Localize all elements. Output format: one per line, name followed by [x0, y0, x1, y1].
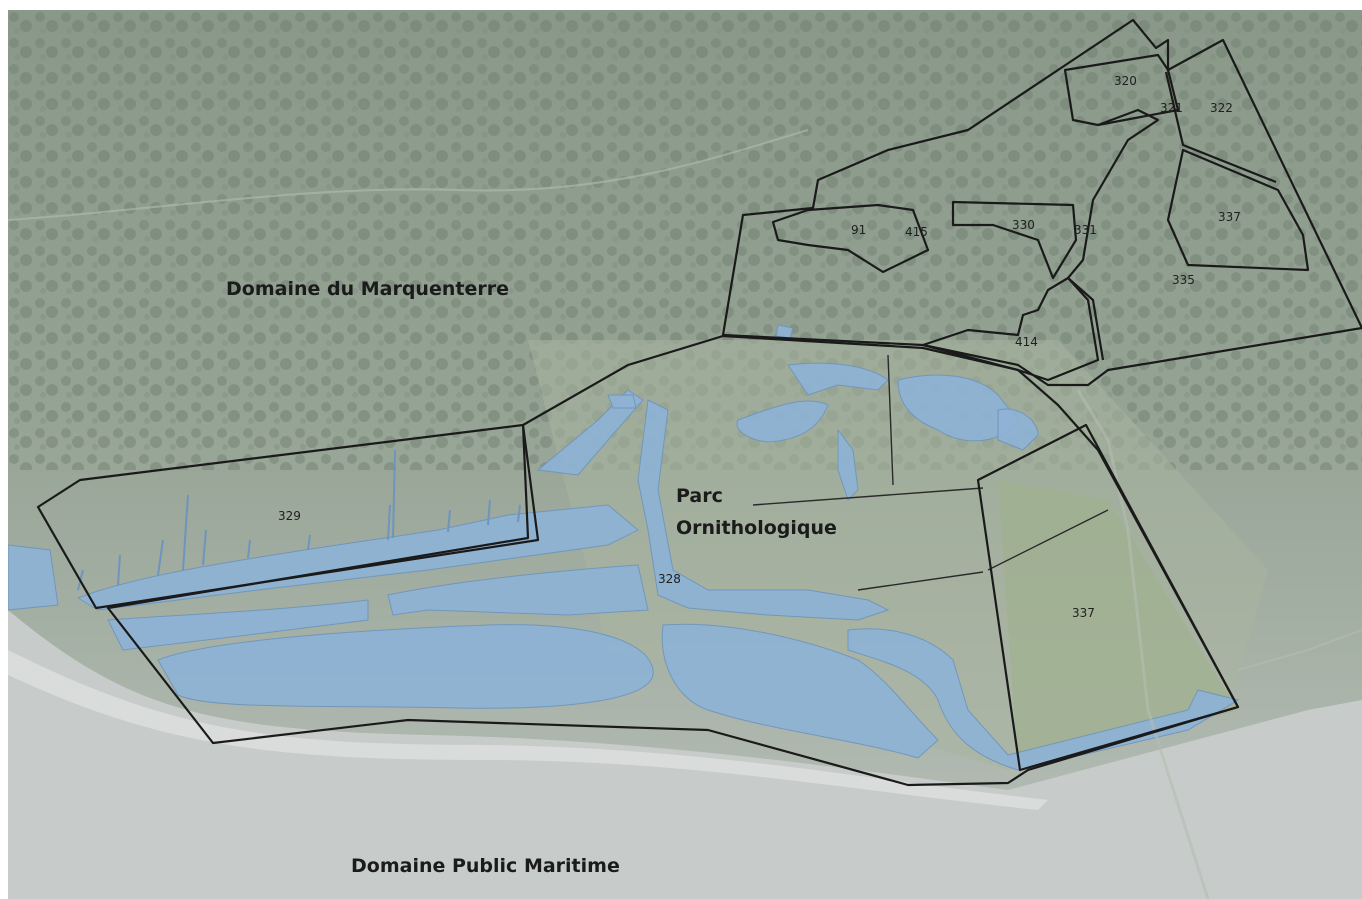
parcel-label-328: 328: [658, 572, 681, 586]
parcel-label-330: 330: [1012, 218, 1035, 232]
aerial-map: 320 321 322 91 415 330 331 337 335 414 3…: [8, 10, 1362, 899]
water-pond: [787, 362, 889, 396]
parcel-label-320: 320: [1114, 74, 1137, 88]
parcel-label-331: 331: [1074, 223, 1097, 237]
water-pond: [997, 408, 1039, 451]
water-pond: [607, 394, 637, 409]
field-337-south: [998, 480, 1238, 770]
internal-boundary: [887, 354, 894, 486]
water-channel: [637, 399, 890, 621]
parcel-label-329: 329: [278, 509, 301, 523]
label-domaine-marquenterre: Domaine du Marquenterre: [226, 278, 509, 300]
water-body: [387, 564, 649, 616]
water-channel: [536, 389, 644, 476]
parcel-330-boundary: [951, 200, 1078, 280]
internal-boundary: [752, 487, 984, 506]
parcel-label-322: 322: [1210, 101, 1233, 115]
internal-boundary: [987, 509, 1109, 571]
water-lagoon: [157, 624, 654, 709]
parcel-337-north-boundary: [1166, 148, 1310, 272]
water-pond: [736, 400, 829, 443]
parcel-414-boundary: [921, 276, 1100, 382]
water-lagoon: [661, 623, 939, 759]
label-domaine-public-maritime: Domaine Public Maritime: [351, 855, 620, 877]
parcel-320-boundary: [1063, 53, 1180, 127]
parcel-321-331-boundary: [1066, 108, 1160, 361]
water-body: [76, 504, 639, 611]
water-channel: [837, 428, 859, 501]
parcel-322-boundary: [1164, 71, 1277, 184]
label-parc-line2: Ornithologique: [676, 517, 837, 539]
parcel-328-boundary: [106, 334, 1240, 787]
track: [8, 129, 809, 221]
parcel-91-415-boundary: [771, 203, 930, 274]
parcel-label-414: 414: [1015, 335, 1038, 349]
water-body: [107, 599, 369, 651]
north-domain-boundary: [721, 18, 1362, 387]
track: [1076, 389, 1210, 899]
parcel-label-91: 91: [851, 223, 866, 237]
tidal-flat: [8, 610, 1362, 899]
parcel-label-321: 321: [1160, 101, 1183, 115]
parcel-label-335: 335: [1172, 273, 1195, 287]
parcel-label-337-north: 337: [1218, 210, 1241, 224]
internal-boundary: [857, 571, 984, 591]
parcel-label-337-south: 337: [1072, 606, 1095, 620]
parcel-label-415: 415: [905, 225, 928, 239]
parcel-329-boundary: [36, 423, 540, 610]
parcel-337-south-boundary: [976, 423, 1240, 772]
water-body: [8, 544, 59, 611]
track: [1237, 629, 1362, 671]
label-parc-line1: Parc: [676, 485, 723, 507]
beach-strip: [8, 650, 1048, 810]
map-canvas: 320 321 322 91 415 330 331 337 335 414 3…: [8, 10, 1362, 899]
